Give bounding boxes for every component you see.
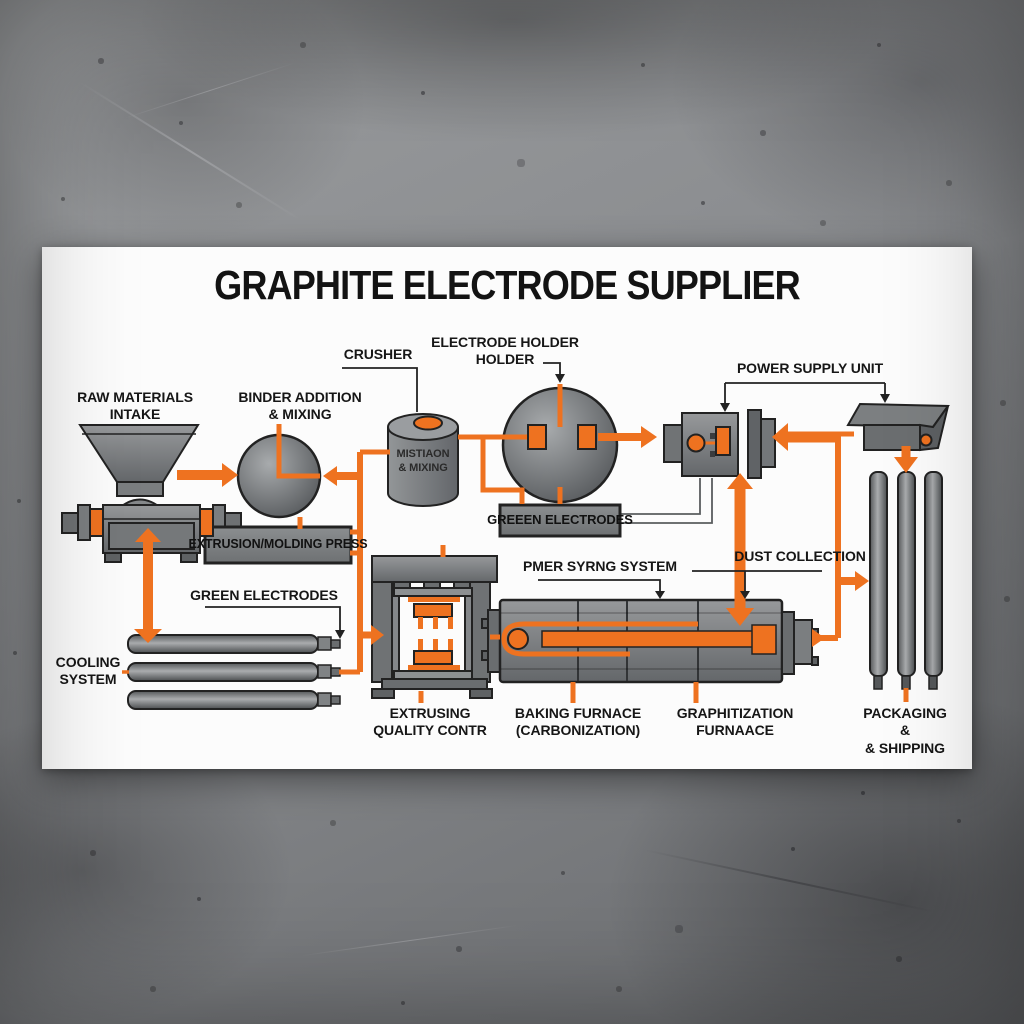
label-graphitization-furnace: GRAPHITIZATION FURNAACE — [676, 705, 794, 739]
label-extrusing-quality-control: EXTRUSING QUALITY CONTR — [373, 705, 487, 739]
finished-electrode-rods-icon — [869, 471, 943, 690]
green-electrodes-box — [498, 503, 622, 538]
extrusion-press-box — [203, 525, 353, 565]
label-power-supply-unit: POWER SUPPLY UNIT — [736, 360, 884, 376]
machines — [61, 386, 950, 710]
poster-title: GRAPHITE ELECTRODE SUPPLIER — [214, 262, 801, 308]
label-binder-addition: BINDER ADDITION & MIXING — [238, 389, 362, 423]
label-power-system: PMER SYRNG SYSTEM — [523, 558, 677, 574]
scratch-mark — [124, 62, 296, 119]
machine-orange-parts — [89, 415, 933, 670]
scratch-mark — [643, 848, 937, 914]
poster-card: GRAPHITE ELECTRODE SUPPLIER CRUSHER ELEC… — [42, 247, 972, 769]
flow-arrowheads — [134, 423, 918, 647]
process-diagram — [61, 362, 950, 710]
label-green-electrodes-box: GREEEN ELECTRODES — [487, 512, 633, 527]
scratch-mark — [79, 81, 301, 221]
label-baking-furnace: BAKING FURNACE (CARBONIZATION) — [514, 705, 642, 739]
label-electrode-holder: ELECTRODE HOLDER HOLDER — [431, 334, 579, 368]
label-dust-collection: DUST COLLECTION — [734, 548, 866, 564]
label-cooling-system: COOLING SYSTEM — [55, 654, 121, 688]
flow-lines — [122, 384, 911, 703]
packaging-chute-icon — [846, 402, 950, 452]
label-packaging-shipping: PACKAGING & & SHIPPING — [863, 705, 947, 756]
label-leader-lines — [205, 362, 886, 631]
green-electrode-rods-icon — [127, 634, 341, 710]
scratch-mark — [301, 924, 519, 957]
thin-connector-lines — [620, 478, 713, 524]
label-extrusion-molding-press: EXTRUSION/MOLDING PRESS — [188, 537, 368, 551]
label-green-electrodes: GREEN ELECTRODES — [190, 587, 338, 603]
leader-arrowheads — [335, 374, 890, 639]
concrete-speckles — [0, 0, 2, 2]
label-mixing-cylinder: MISTIAON & MIXING — [396, 448, 450, 474]
label-crusher: CRUSHER — [343, 346, 413, 362]
label-raw-materials-intake: RAW MATERIALS INTAKE — [77, 389, 193, 423]
